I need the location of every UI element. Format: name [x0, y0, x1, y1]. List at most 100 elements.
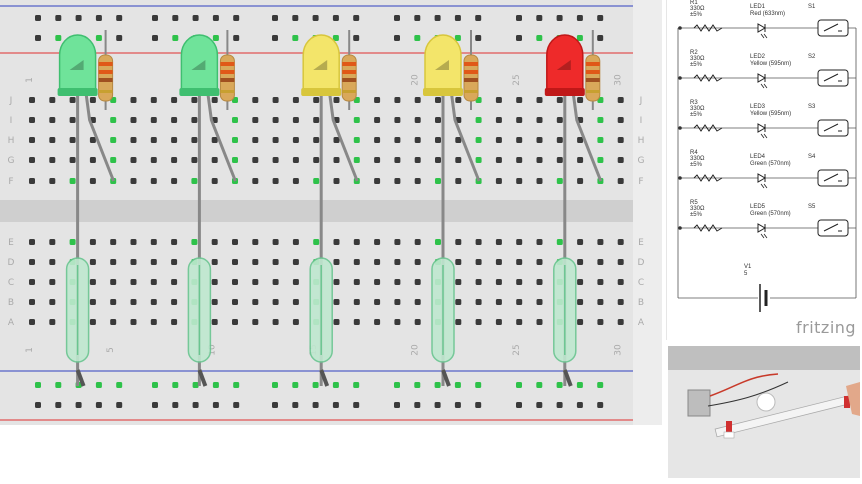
row-label-left: I: [10, 116, 13, 126]
breadboard-hole: [455, 279, 462, 285]
schematic-led-arrows: [760, 133, 768, 139]
breadboard-hole: [556, 178, 563, 184]
breadboard-hole: [292, 97, 299, 103]
breadboard-hole: [110, 319, 117, 325]
rail-hole: [556, 382, 563, 388]
resistor-band: [98, 90, 113, 93]
resistor-band: [98, 62, 113, 66]
rail-hole: [414, 402, 421, 408]
row-label-right: J: [639, 96, 643, 106]
breadboard-hole: [89, 137, 96, 143]
row-label-right: H: [638, 136, 645, 146]
breadboard-hole: [292, 137, 299, 143]
schematic-resistor-value: 330Ω: [690, 156, 705, 162]
photo-hand: [846, 382, 860, 416]
rail-hole: [233, 402, 240, 408]
breadboard-hole: [394, 178, 401, 184]
photo-board: [687, 389, 711, 417]
breadboard-hole: [252, 319, 259, 325]
breadboard-hole: [232, 239, 238, 245]
rail-hole: [475, 402, 482, 408]
column-label-top: 25: [512, 74, 522, 85]
breadboard-hole: [29, 279, 35, 285]
photo-red-cap-1: [726, 421, 732, 433]
breadboard-hole: [516, 239, 523, 245]
breadboard-hole: [130, 319, 137, 325]
breadboard-hole: [292, 157, 299, 163]
breadboard-hole: [211, 259, 218, 265]
resistor-band: [585, 78, 600, 82]
breadboard-hole: [556, 239, 563, 245]
breadboard-hole: [617, 319, 624, 325]
breadboard-hole: [171, 299, 178, 305]
rail-hole: [576, 382, 583, 388]
breadboard-hole: [49, 157, 56, 163]
breadboard-hole: [577, 157, 584, 163]
breadboard-hole: [556, 97, 563, 103]
schematic-battery-value: 5: [744, 271, 748, 277]
breadboard-hole: [89, 97, 96, 103]
breadboard-hole: [597, 279, 604, 285]
rail-hole: [536, 402, 543, 408]
resistor-band: [585, 70, 600, 74]
breadboard-hole: [394, 239, 401, 245]
breadboard-hole: [333, 239, 340, 245]
rail-hole: [192, 15, 199, 21]
rail-hole: [272, 15, 278, 21]
schematic-led-arrows: [760, 233, 768, 239]
rail-hole: [233, 35, 240, 41]
breadboard-hole: [313, 157, 320, 163]
schematic-resistor-tolerance: ±5%: [690, 162, 703, 168]
breadboard-hole: [374, 97, 381, 103]
breadboard-hole: [171, 178, 178, 184]
rail-hole: [172, 35, 179, 41]
fritzing-logo: fritzing: [796, 318, 857, 337]
breadboard-hole: [394, 299, 401, 305]
schematic-led-description: Red (633nm): [750, 11, 785, 17]
rail-hole: [312, 382, 319, 388]
row-label-left: D: [8, 258, 15, 268]
breadboard-hole: [272, 299, 279, 305]
breadboard-hole: [556, 137, 563, 143]
schematic-led-arrows: [760, 183, 768, 189]
breadboard-hole: [292, 319, 299, 325]
breadboard-hole: [252, 239, 259, 245]
breadboard-hole: [171, 259, 178, 265]
rail-hole: [536, 382, 543, 388]
breadboard-hole: [495, 97, 502, 103]
breadboard-hole: [252, 137, 259, 143]
breadboard-hole: [150, 239, 157, 245]
breadboard-hole: [313, 178, 320, 184]
rail-hole: [414, 382, 421, 388]
rail-hole: [454, 35, 461, 41]
schematic-resistor: [693, 74, 723, 82]
led-rim: [423, 88, 463, 96]
breadboard-hole: [435, 157, 441, 163]
breadboard-hole: [89, 178, 96, 184]
row-label-left: G: [8, 156, 15, 166]
breadboard-hole: [232, 279, 238, 285]
breadboard-hole: [89, 239, 96, 245]
breadboard-hole: [333, 299, 340, 305]
breadboard-hole: [495, 117, 502, 123]
breadboard-hole: [29, 259, 35, 265]
rail-hole: [394, 402, 400, 408]
breadboard-hole: [353, 117, 360, 123]
rail-hole: [414, 35, 421, 41]
breadboard-hole: [232, 259, 238, 265]
breadboard-hole: [536, 157, 543, 163]
resistor-band: [464, 78, 478, 82]
breadboard-hole: [353, 239, 360, 245]
breadboard-hole: [435, 178, 441, 184]
row-label-right: B: [638, 298, 644, 308]
breadboard-hole: [211, 157, 218, 163]
rail-hole: [212, 382, 219, 388]
breadboard-hole: [597, 137, 604, 143]
row-label-left: F: [8, 177, 13, 187]
led-die: [69, 60, 84, 70]
rail-hole: [556, 402, 563, 408]
breadboard-hole: [232, 137, 238, 143]
breadboard-hole: [191, 178, 198, 184]
breadboard-hole: [374, 239, 381, 245]
breadboard-hole: [475, 239, 482, 245]
